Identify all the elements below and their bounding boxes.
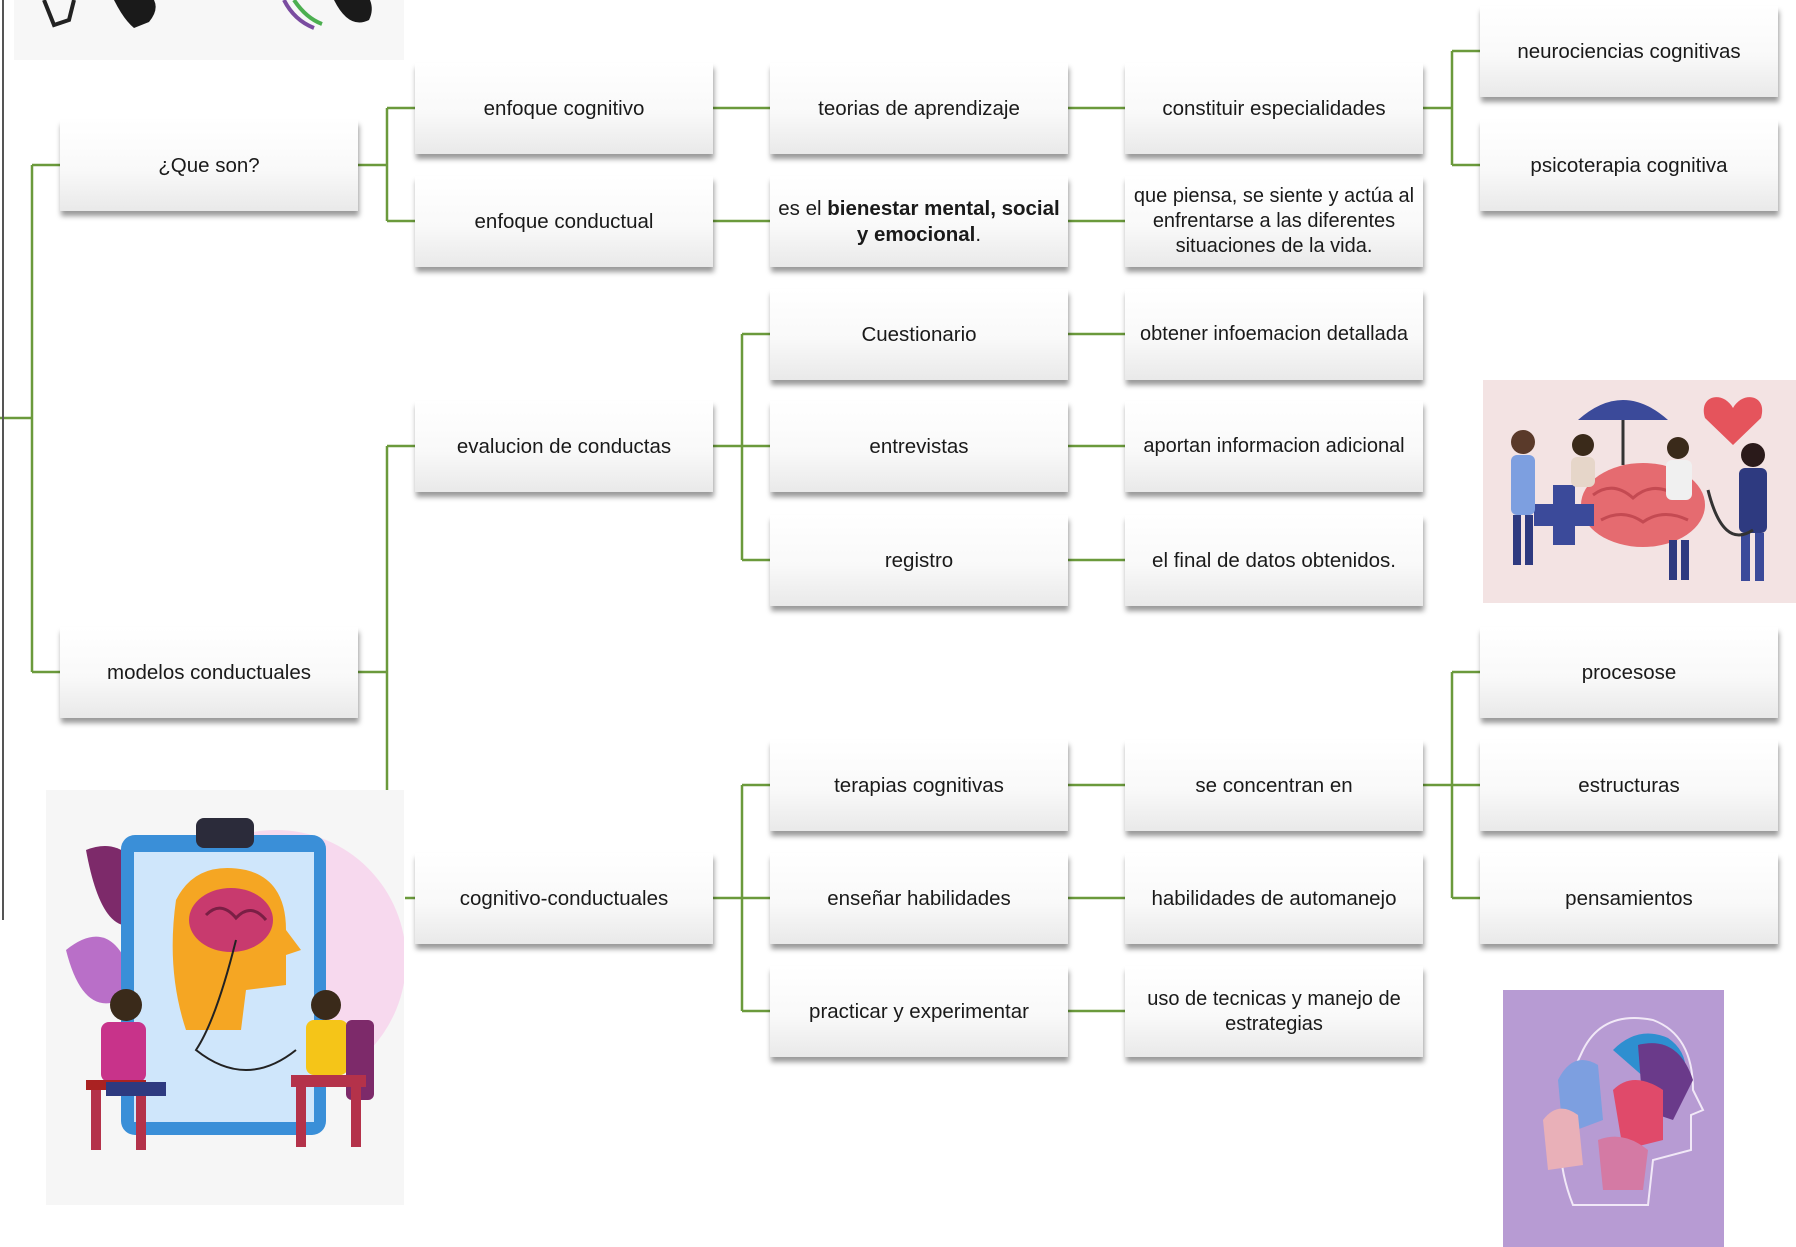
node-ensenar-habilidades: enseñar habilidades: [770, 853, 1068, 944]
node-procesose: procesose: [1480, 627, 1778, 718]
node-enfoque-cognitivo: enfoque cognitivo: [415, 63, 713, 154]
node-que-piensa: que piensa, se siente y actúa al enfrent…: [1125, 176, 1423, 267]
node-constituir-especialidades: constituir especialidades: [1125, 63, 1423, 154]
node-enfoque-conductual: enfoque conductual: [415, 176, 713, 267]
node-habilidades-automanejo: habilidades de automanejo: [1125, 853, 1423, 944]
node-evaluacion-conductas: evalucion de conductas: [415, 401, 713, 492]
node-neurociencias: neurociencias cognitivas: [1480, 6, 1778, 97]
node-obtener-informacion: obtener infoemacion detallada: [1125, 289, 1423, 380]
node-estructuras: estructuras: [1480, 740, 1778, 831]
node-terapias-cognitivas: terapias cognitivas: [770, 740, 1068, 831]
node-teorias-aprendizaje: teorias de aprendizaje: [770, 63, 1068, 154]
node-final-datos: el final de datos obtenidos.: [1125, 515, 1423, 606]
node-cognitivo-conductuales: cognitivo-conductuales: [415, 853, 713, 944]
faces-illustration: [1503, 990, 1724, 1247]
node-cuestionario: Cuestionario: [770, 289, 1068, 380]
node-pensamientos: pensamientos: [1480, 853, 1778, 944]
top-left-illustration: [14, 0, 404, 60]
node-modelos-conductuales: modelos conductuales: [60, 627, 358, 718]
bienestar-text: es el bienestar mental, social y emocion…: [778, 196, 1060, 246]
node-psicoterapia: psicoterapia cognitiva: [1480, 120, 1778, 211]
node-que-son: ¿Que son?: [60, 120, 358, 211]
mental-health-illustration: [1483, 380, 1796, 603]
node-se-concentran: se concentran en: [1125, 740, 1423, 831]
therapy-clipboard-illustration: [46, 790, 404, 1205]
node-uso-tecnicas: uso de tecnicas y manejo de estrategias: [1125, 966, 1423, 1057]
node-registro: registro: [770, 515, 1068, 606]
node-bienestar: es el bienestar mental, social y emocion…: [770, 176, 1068, 267]
node-aportan-informacion: aportan informacion adicional: [1125, 401, 1423, 492]
node-practicar-experimentar: practicar y experimentar: [770, 966, 1068, 1057]
node-entrevistas: entrevistas: [770, 401, 1068, 492]
